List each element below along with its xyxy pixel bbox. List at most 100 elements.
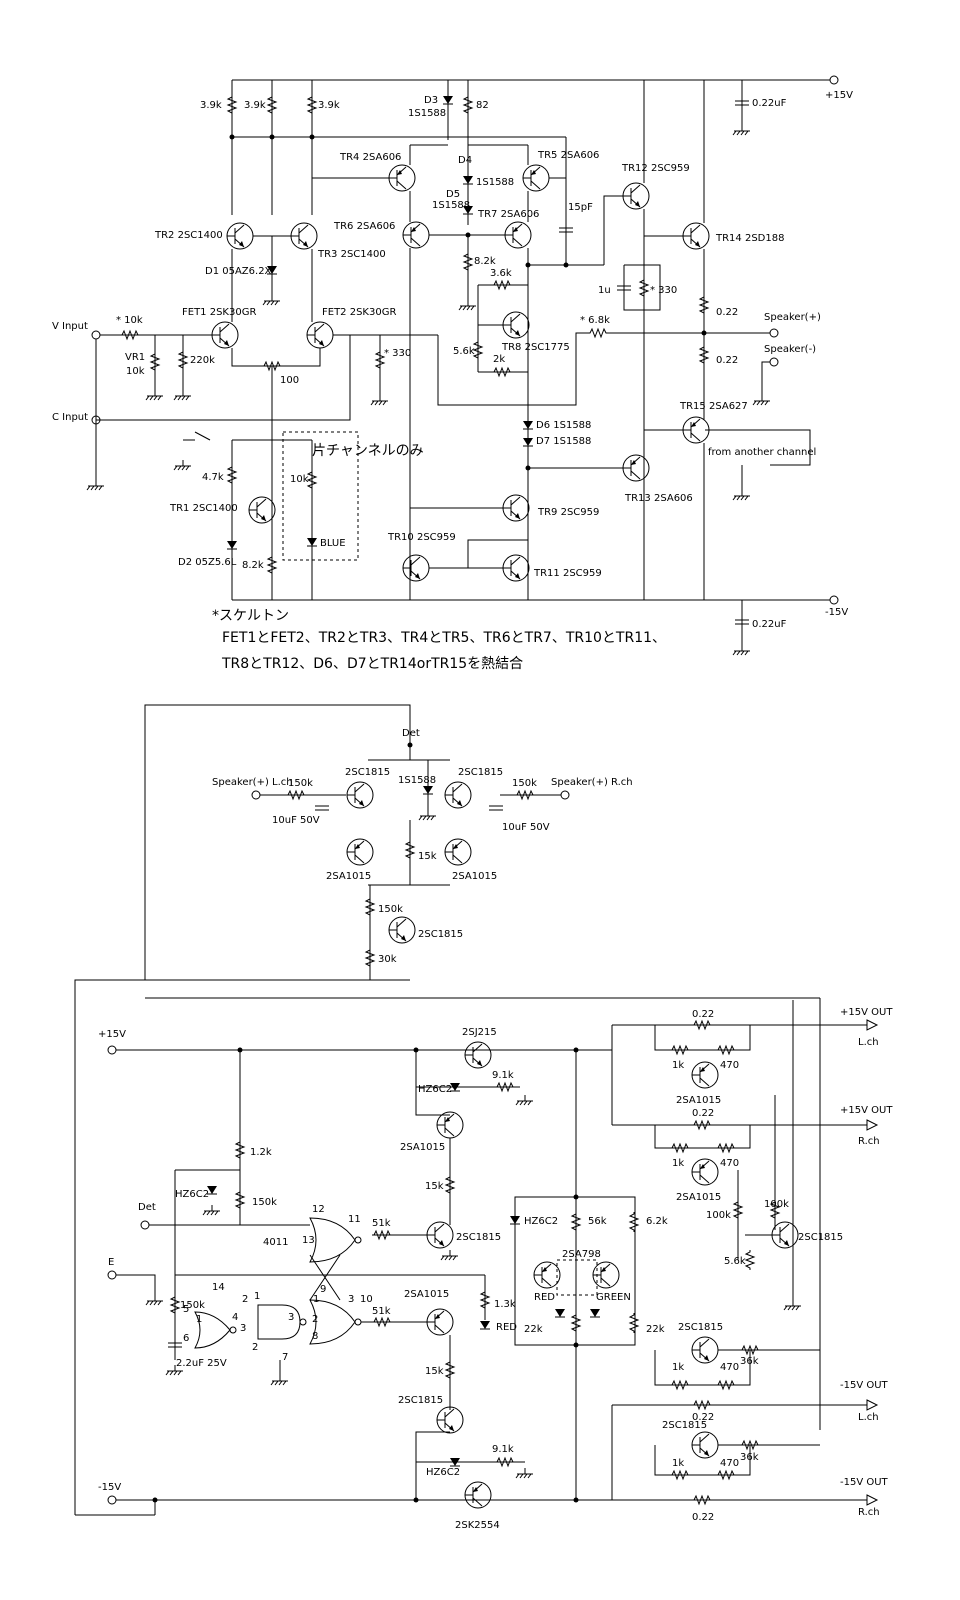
- label-tr6: TR6 2SA606: [333, 221, 395, 232]
- label-p14: 14: [212, 1282, 225, 1293]
- label-c10-r: 10uF 50V: [502, 822, 550, 833]
- label-q2sj: 2SJ215: [462, 1027, 497, 1038]
- label-r39c: 3.9k: [318, 100, 340, 111]
- label-ic4011: 4011: [263, 1237, 288, 1248]
- tr4-transistor: [388, 164, 416, 192]
- label-v-input: V Input: [52, 321, 88, 332]
- label-p1a: 1: [254, 1291, 260, 1302]
- q1015-c: [691, 1061, 719, 1089]
- label-r51k-b: 51k: [372, 1306, 391, 1317]
- label-r39b: 3.9k: [244, 100, 266, 111]
- label-fet2: FET2 2SK30GR: [322, 307, 396, 318]
- label-fet1: FET1 2SK30GR: [182, 307, 256, 318]
- amplifier-section: [86, 75, 839, 656]
- label-q1015-r: 2SA1015: [452, 871, 497, 882]
- label-tr7: TR7 2SA606: [477, 209, 539, 220]
- q2sk2554: [464, 1481, 492, 1509]
- label-d3: D3: [424, 95, 438, 106]
- label-r330b: * 330: [384, 348, 411, 359]
- label-p1b: 1: [313, 1294, 319, 1305]
- label-r15k-a: 15k: [425, 1181, 444, 1192]
- label-r68k: * 6.8k: [580, 315, 610, 326]
- label-d1588: 1S1588: [398, 775, 436, 786]
- label-det: Det: [138, 1202, 156, 1213]
- protect-labels: Det Speaker(+) L.ch Speaker(+) R.ch 150k…: [212, 728, 633, 965]
- label-r1k-4: 1k: [672, 1458, 684, 1469]
- tr11-transistor: [502, 554, 530, 582]
- label-vr1: VR1: [125, 352, 145, 363]
- label-p8: 8: [312, 1331, 318, 1342]
- label-tr4: TR4 2SA606: [339, 152, 401, 163]
- fet2-transistor: [306, 321, 334, 349]
- label-p15v: +15V: [98, 1029, 126, 1040]
- label-q1815-g: 2SC1815: [662, 1420, 707, 1431]
- label-rch2: R.ch: [858, 1136, 880, 1147]
- note-line1: FET1とFET2、TR2とTR3、TR4とTR5、TR6とTR7、TR10とT…: [222, 630, 666, 646]
- label-d1: D1 05AZ6.2X: [205, 266, 272, 277]
- label-r150k-l: 150k: [288, 778, 313, 789]
- v-input-terminal: [91, 330, 101, 340]
- q2sj215: [464, 1041, 492, 1069]
- label-r62k: 6.2k: [646, 1216, 668, 1227]
- label-d6: D6 1S1588: [536, 420, 591, 431]
- label-r100k-a: 100k: [706, 1210, 731, 1221]
- label-rch4: R.ch: [858, 1507, 880, 1518]
- label-r470-2: 470: [720, 1158, 739, 1169]
- q1815-c: [426, 1221, 454, 1249]
- label-c10-l: 10uF 50V: [272, 815, 320, 826]
- tr9-transistor: [502, 494, 530, 522]
- label-r470-1: 470: [720, 1060, 739, 1071]
- label-d7: D7 1S1588: [536, 436, 591, 447]
- label-r1k-1: 1k: [672, 1060, 684, 1071]
- tr12-transistor: [622, 182, 650, 210]
- label-tr12: TR12 2SC959: [621, 163, 690, 174]
- label-p2b: 2: [252, 1342, 258, 1353]
- label-r150k-d: 150k: [180, 1300, 205, 1311]
- label-r56k-b: 5.6k: [724, 1256, 746, 1267]
- label-q2sk: 2SK2554: [455, 1520, 500, 1531]
- label-c022a: 0.22uF: [752, 98, 787, 109]
- label-r100: 100: [280, 375, 299, 386]
- label-p12: 12: [312, 1204, 325, 1215]
- label-lch1: L.ch: [858, 1037, 879, 1048]
- tr14-transistor: [682, 222, 710, 250]
- label-d3p: 1S1588: [408, 108, 446, 119]
- q1815-left: [346, 781, 374, 809]
- label-tr14: TR14 2SD188: [715, 233, 784, 244]
- label-p11: 11: [348, 1214, 361, 1225]
- label-out3: -15V OUT: [840, 1380, 889, 1391]
- q1815-g: [691, 1431, 719, 1459]
- label-q1815-d: 2SC1815: [398, 1395, 443, 1406]
- label-tr15: TR15 2SA627: [679, 401, 748, 412]
- tr5-transistor: [522, 164, 550, 192]
- label-tr13: TR13 2SA606: [624, 493, 693, 504]
- label-q1015-l: 2SA1015: [326, 871, 371, 882]
- label-r82kb: 8.2k: [242, 560, 264, 571]
- label-spk-l: Speaker(+) L.ch: [212, 777, 293, 788]
- label-r150k-r: 150k: [512, 778, 537, 789]
- label-tr1: TR1 2SC1400: [169, 503, 238, 514]
- label-tr11: TR11 2SC959: [533, 568, 602, 579]
- label-q1815-b: 2SC1815: [418, 929, 463, 940]
- pos-rail-terminal: [829, 75, 839, 85]
- label-r30k: 30k: [378, 954, 397, 965]
- label-d5p: 1S1588: [432, 200, 470, 211]
- tr2-transistor: [226, 222, 254, 250]
- label-p10: 10: [360, 1294, 373, 1305]
- label-r47k: 4.7k: [202, 472, 224, 483]
- label-p2a: 2: [242, 1294, 248, 1305]
- fet1-transistor: [211, 321, 239, 349]
- note-title: *スケルトン: [212, 608, 289, 624]
- tr1-transistor: [248, 496, 276, 524]
- label-spk-neg: Speaker(-): [764, 344, 816, 355]
- label-q1015-c: 2SA1015: [676, 1095, 721, 1106]
- label-r022-2: 0.22: [692, 1108, 714, 1119]
- label-lch3: L.ch: [858, 1412, 879, 1423]
- label-r91k-b: 9.1k: [492, 1444, 514, 1455]
- label-q1015-d: 2SA1015: [676, 1192, 721, 1203]
- label-r2k: 2k: [493, 354, 505, 365]
- tr10-transistor: [402, 554, 430, 582]
- label-r022-3: 0.22: [692, 1412, 714, 1423]
- label-c15p: 15pF: [568, 202, 593, 213]
- q1815-e: [771, 1221, 799, 1249]
